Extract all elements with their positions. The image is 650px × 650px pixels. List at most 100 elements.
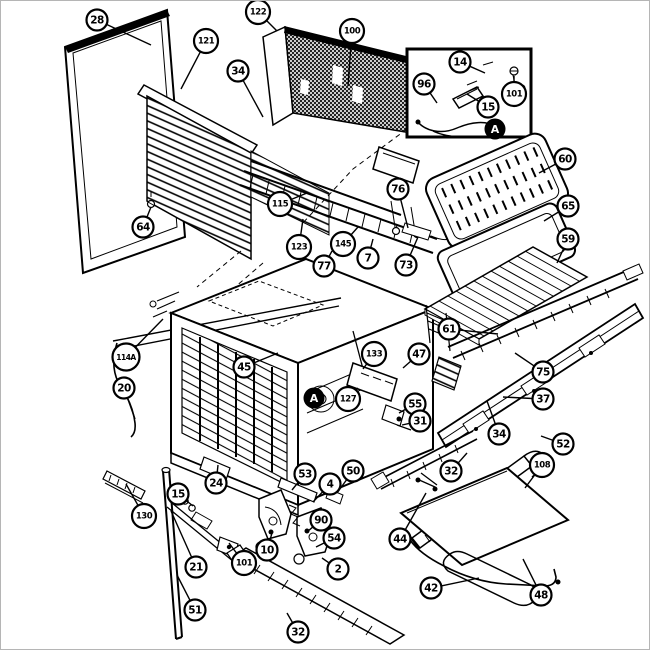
callout-balloon: [255, 538, 279, 562]
callout-balloon: [204, 471, 228, 495]
callout-114A-20: 114A: [111, 318, 164, 372]
callout-45-22: 45: [232, 352, 279, 379]
callout-balloon: [448, 50, 472, 74]
callout-balloon: [551, 432, 575, 456]
detail-marker-circle: [484, 118, 506, 140]
callout-101-42: 101: [228, 542, 258, 577]
callout-59-11: 59: [556, 227, 580, 264]
callout-53-45: 53: [291, 462, 317, 491]
leader-line: [350, 226, 359, 236]
callout-balloon: [183, 598, 207, 622]
callout-number: 10: [260, 545, 274, 557]
leader-line: [362, 363, 368, 370]
callout-7-15: 7: [356, 238, 380, 270]
leader-line: [106, 23, 152, 46]
callout-75-29: 75: [514, 352, 555, 384]
leader-line: [146, 206, 152, 218]
callout-balloon: [553, 147, 577, 171]
callout-balloon: [329, 230, 357, 258]
callout-51-43: 51: [176, 574, 207, 622]
callout-64-19: 64: [131, 206, 155, 239]
callout-number: 64: [136, 222, 150, 234]
callout-balloon: [286, 620, 310, 644]
callout-number: 123: [291, 243, 308, 253]
callout-122-3: 122: [244, 1, 278, 32]
callout-number: 21: [189, 562, 203, 574]
callout-number: 114A: [116, 353, 136, 362]
leader-line: [441, 577, 480, 587]
callout-number: 47: [412, 349, 426, 361]
callout-balloon: [439, 459, 463, 483]
callout-number: 15: [171, 489, 185, 501]
callout-balloon: [394, 253, 418, 277]
callout-number: 108: [534, 461, 551, 471]
callout-number: 101: [506, 90, 523, 100]
leader-line: [134, 318, 164, 348]
callout-balloon: [293, 462, 317, 486]
leader-line: [242, 79, 264, 118]
callout-balloon: [309, 508, 333, 532]
leader-line: [398, 408, 407, 414]
leader-line: [125, 483, 139, 506]
callout-47-24: 47: [402, 342, 431, 369]
callout-number: 14: [453, 57, 467, 69]
callout-balloon: [500, 80, 528, 108]
callout-number: 48: [534, 590, 548, 602]
callout-123-17: 123: [285, 218, 313, 261]
callout-130-38: 130: [125, 483, 158, 530]
leader-line: [269, 532, 273, 541]
leader-line: [466, 93, 480, 103]
leader-line: [286, 612, 294, 624]
callout-balloon: [326, 557, 350, 581]
leader-line: [409, 236, 419, 256]
leader-line: [401, 422, 410, 426]
callout-number: 34: [492, 429, 506, 441]
leader-line: [216, 464, 219, 473]
broil-element-assembly: [239, 146, 452, 254]
callout-number: 76: [391, 184, 405, 196]
leader-line: [514, 352, 535, 367]
callout-number: 31: [413, 416, 427, 428]
side-panel: [63, 8, 187, 275]
callout-15-39: 15: [166, 482, 194, 507]
leader-line: [370, 238, 374, 248]
callout-balloon: [285, 233, 313, 261]
callout-number: 37: [536, 394, 550, 406]
callout-number: 28: [90, 15, 104, 27]
callout-balloon: [531, 360, 555, 384]
callout-balloon: [407, 342, 431, 366]
callout-balloon: [111, 342, 141, 372]
callout-61-28: 61: [437, 317, 499, 341]
callout-42-36: 42: [419, 576, 480, 600]
leader-line: [429, 92, 438, 104]
callout-number: 51: [188, 605, 202, 617]
callout-balloon: [322, 526, 346, 550]
callout-21-41: 21: [170, 510, 208, 579]
callout-balloon: [412, 72, 436, 96]
leader-line: [176, 574, 191, 602]
callout-37-30: 37: [502, 387, 555, 411]
callout-balloon: [528, 451, 556, 479]
callout-number: 54: [327, 533, 341, 545]
callout-number: 127: [340, 395, 357, 405]
leader-line: [300, 218, 304, 236]
callout-number: 121: [198, 37, 215, 47]
leader-line: [266, 20, 278, 32]
callout-number: 42: [424, 583, 438, 595]
callout-number: 20: [117, 383, 131, 395]
leader-line: [347, 42, 352, 87]
callout-number: 50: [346, 466, 360, 478]
callout-number: 4: [327, 479, 334, 491]
callout-number: 90: [314, 515, 328, 527]
leader-line: [321, 557, 330, 564]
leader-line: [522, 558, 537, 586]
callout-balloon: [531, 387, 555, 411]
callout-32-51: 32: [286, 612, 310, 644]
callout-number: 7: [365, 253, 372, 265]
detail-marker-A-1: A: [303, 387, 325, 409]
callout-121-1: 121: [180, 27, 220, 90]
leader-line: [556, 248, 565, 264]
callout-96-6: 96: [412, 72, 438, 104]
callout-balloon: [338, 17, 366, 45]
